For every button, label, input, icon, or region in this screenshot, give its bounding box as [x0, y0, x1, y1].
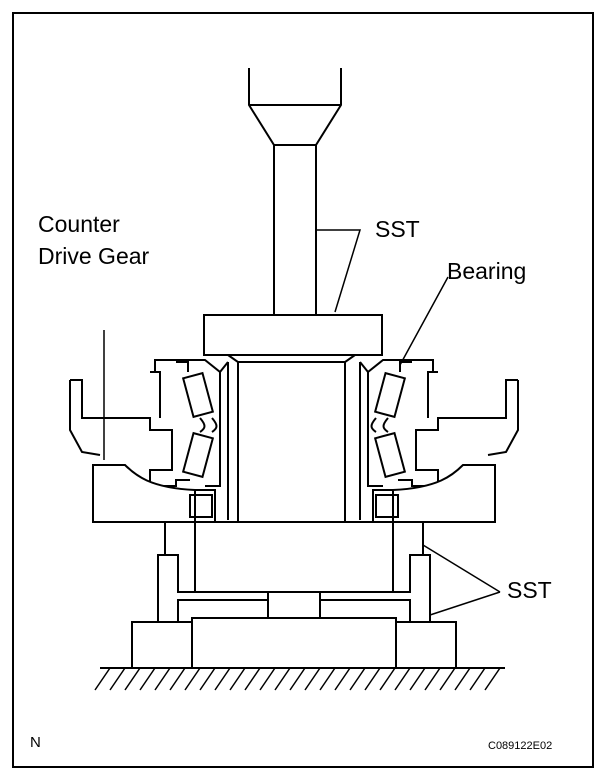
- leader-sst-bottom-upper: [422, 544, 501, 593]
- label-counter-drive-gear-line2: Drive Gear: [38, 243, 150, 269]
- gear-body: [92, 464, 496, 523]
- leader-bearing: [399, 276, 449, 366]
- figure-code: C089122E02: [488, 740, 553, 752]
- label-sst-bottom: SST: [507, 577, 552, 603]
- leader-lines: [103, 229, 501, 616]
- leader-sst-top: [316, 229, 362, 313]
- label-sst-top: SST: [375, 216, 420, 242]
- inner-sleeve: [227, 354, 356, 523]
- label-counter-drive-gear-line1: Counter: [38, 211, 120, 237]
- lower-sst-fixture: [157, 521, 431, 623]
- ground-hatch: [94, 667, 505, 691]
- gear-flange-left: [69, 359, 190, 487]
- bearing-right: [359, 359, 408, 520]
- press-plate: [203, 314, 383, 356]
- bearing-left: [180, 359, 229, 520]
- gear-flange-right: [398, 359, 519, 487]
- label-bearing: Bearing: [447, 258, 527, 284]
- orientation-mark: N: [30, 734, 41, 751]
- base-stand: [131, 617, 457, 669]
- press-ram: [248, 68, 342, 316]
- leader-sst-bottom-lower: [429, 591, 501, 616]
